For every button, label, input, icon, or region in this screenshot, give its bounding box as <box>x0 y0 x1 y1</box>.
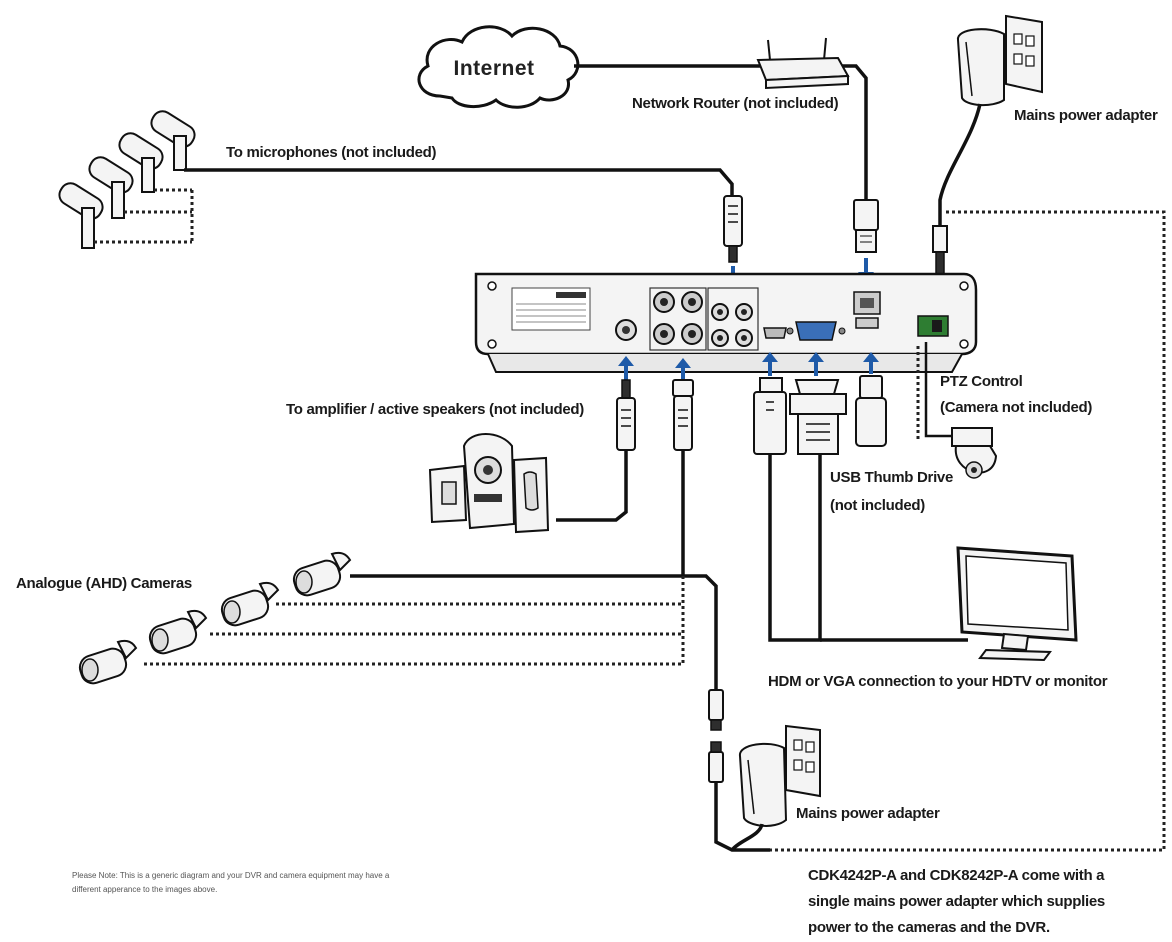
rca-plug-speaker-icon <box>616 379 636 451</box>
usb-label-line1: USB Thumb Drive <box>830 469 953 486</box>
ptz-label-line1: PTZ Control <box>940 373 1023 390</box>
arrow-audio-out <box>618 356 634 380</box>
audio-in-ports <box>707 287 759 351</box>
cameras-label: Analogue (AHD) Cameras <box>16 575 192 592</box>
dc-jack-icon <box>708 741 724 783</box>
ptz-terminal <box>917 315 949 337</box>
microphone-icon <box>58 110 196 249</box>
internet-label: Internet <box>453 57 534 80</box>
bnc-video-inputs <box>649 287 707 351</box>
arrow-vga-out <box>808 352 824 376</box>
ptz-camera-icon <box>951 427 998 479</box>
microphone-dotted-lines <box>94 188 194 244</box>
usb-port <box>855 317 879 329</box>
internet-cloud: Internet <box>417 25 580 109</box>
arrow-usb-in <box>863 352 879 374</box>
arrow-video-in <box>675 358 691 380</box>
bundle-note-line1: CDK4242P-A and CDK8242P-A come with a <box>808 867 1105 884</box>
router-label: Network Router (not included) <box>632 95 839 112</box>
wall-socket-bottom-icon <box>785 724 821 798</box>
ptz-cable <box>924 342 958 438</box>
speakers-label: To amplifier / active speakers (not incl… <box>286 401 584 418</box>
dvr-unit <box>474 272 978 373</box>
rj45-plug-icon <box>853 199 879 253</box>
ptz-label-line2: (Camera not included) <box>940 399 1092 416</box>
rca-plug-mic-icon <box>723 195 743 263</box>
wall-socket-top-icon <box>1005 14 1043 94</box>
vga-port <box>786 321 846 341</box>
shared-power-dotted-line <box>770 210 1166 852</box>
microphones-label: To microphones (not included) <box>226 144 436 161</box>
camera-dotted-lines <box>144 576 685 666</box>
router-icon <box>756 37 850 90</box>
speaker-icon <box>428 433 550 534</box>
monitor-icon <box>956 546 1078 662</box>
bnc-plug-icon <box>672 379 694 451</box>
power-bottom-label: Mains power adapter <box>796 805 940 822</box>
power-top-label: Mains power adapter <box>1014 107 1158 124</box>
arrow-hdmi-out <box>762 352 778 376</box>
bundle-note-line2: single mains power adapter which supplie… <box>808 893 1105 910</box>
dc-plug-bottom-icon <box>708 689 724 731</box>
rating-sticker <box>511 287 591 331</box>
camera-icon <box>78 551 352 685</box>
vga-plug-icon <box>789 379 847 455</box>
usb-drive-icon <box>855 375 887 447</box>
disclaimer-line2: different apperance to the images above. <box>72 885 217 894</box>
power-adapter-top-icon <box>957 28 1005 106</box>
hdmi-port <box>763 327 787 339</box>
lan-port <box>853 291 881 315</box>
bundle-note-line3: power to the cameras and the DVR. <box>808 919 1050 936</box>
internet-cable <box>574 64 868 200</box>
camera-video-cable <box>681 450 718 690</box>
adapter-bottom-lead <box>730 823 764 852</box>
power-bottom-cable <box>714 782 770 852</box>
microphone-cable <box>184 168 734 196</box>
audio-out-port <box>615 319 637 341</box>
speaker-cable <box>556 450 628 522</box>
display-cable <box>768 454 822 642</box>
hdmi-plug-icon <box>753 377 787 455</box>
power-adapter-bottom-icon <box>739 742 788 827</box>
power-top-cable <box>938 103 982 236</box>
monitor-label: HDM or VGA connection to your HDTV or mo… <box>768 673 1108 690</box>
disclaimer-line1: Please Note: This is a generic diagram a… <box>72 871 390 880</box>
usb-label-line2: (not included) <box>830 497 925 514</box>
